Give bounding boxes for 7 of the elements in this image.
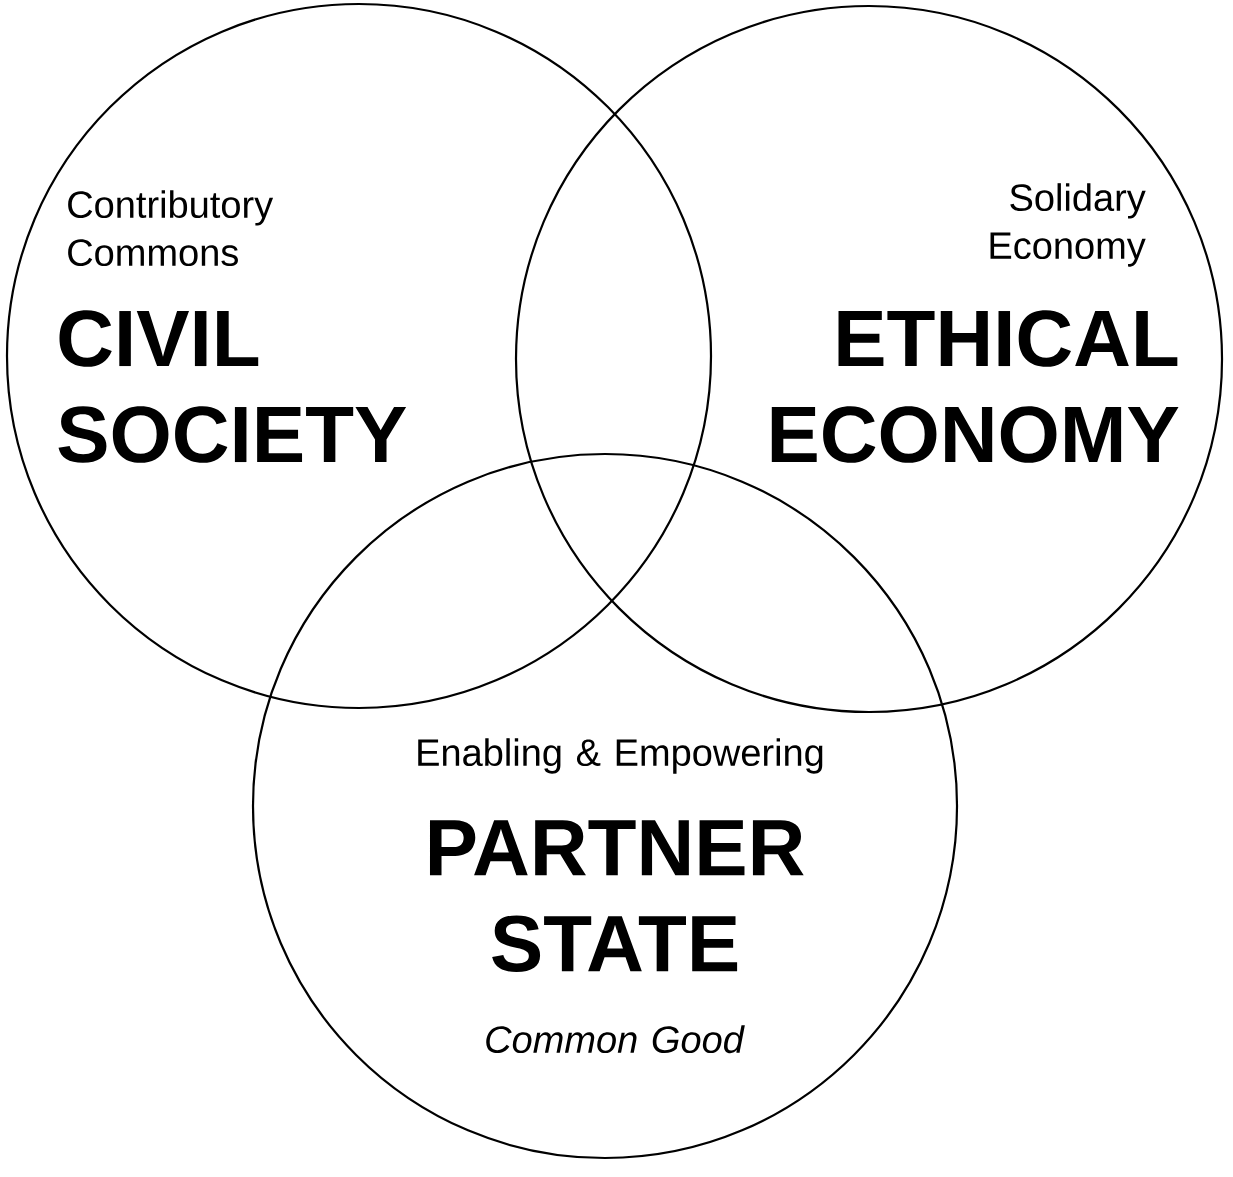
subtitle-text: Solidary Economy xyxy=(990,183,1146,267)
subtitle-text: Enabling & Empowering xyxy=(418,738,823,774)
circle-title: ETHICAL ECONOMY xyxy=(771,310,1179,463)
circle-title: CIVIL SOCIETY xyxy=(58,310,407,463)
subtitle-text: Common Good xyxy=(486,1025,745,1054)
subtitle-text: Contributory Commons xyxy=(68,190,274,267)
circle-title: PARTNER STATE xyxy=(430,820,804,973)
